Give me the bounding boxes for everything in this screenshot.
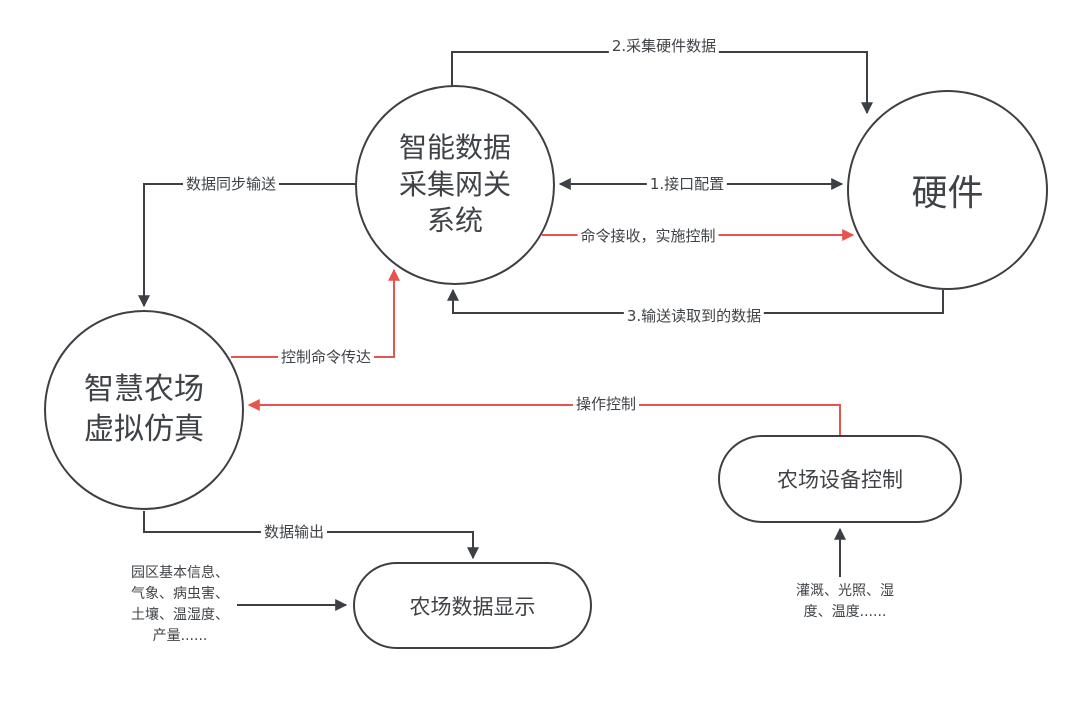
edge-label-interface-config: 1.接口配置 <box>646 175 728 193</box>
node-farm-sim-label: 智慧农场 虚拟仿真 <box>84 371 204 448</box>
edge-control-command <box>231 268 400 358</box>
note-device-params: 灌溉、光照、湿 度、温度...... <box>796 583 894 620</box>
edge-label-collect-hardware-data: 2.采集硬件数据 <box>608 37 720 55</box>
node-data-display-label: 农场数据显示 <box>409 594 536 619</box>
edge-data-sync <box>138 183 355 308</box>
edge-label-data-sync: 数据同步输送 <box>182 175 280 193</box>
edge-label-operate-control: 操作控制 <box>572 395 640 413</box>
node-smart-farm-simulation: 智慧农场 虚拟仿真 <box>44 310 244 510</box>
edge-label-control-command: 控制命令传达 <box>277 348 375 366</box>
note-park-info: 园区基本信息、 气象、病虫害、 土壤、温湿度、 产量...... <box>131 565 229 644</box>
node-gateway-label: 智能数据 采集网关 系统 <box>398 130 511 238</box>
edge-label-data-output: 数据输出 <box>260 523 328 541</box>
node-gateway-system: 智能数据 采集网关 系统 <box>355 85 555 285</box>
node-hardware-label: 硬件 <box>911 173 984 214</box>
edge-label-command-receive-control: 命令接收，实施控制 <box>577 227 719 245</box>
node-device-control-label: 农场设备控制 <box>777 468 903 492</box>
node-hardware: 硬件 <box>847 90 1048 290</box>
node-farm-device-control: 农场设备控制 <box>718 435 962 523</box>
node-farm-data-display: 农场数据显示 <box>353 562 592 649</box>
edge-operate-control <box>247 399 841 435</box>
edge-label-send-read-data: 3.输送读取到的数据 <box>623 307 765 325</box>
